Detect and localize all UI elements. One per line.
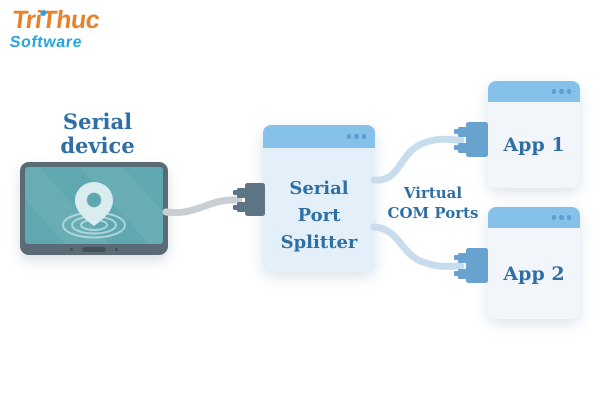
serial-cable: [162, 196, 243, 217]
app1-window-body: App 1: [488, 102, 580, 188]
serial-port-splitter-window: Serial Port Splitter: [263, 125, 375, 272]
window-control-dots-icon: [551, 89, 571, 94]
logo-wordmark: TriThuc: [10, 6, 102, 34]
app1-window-titlebar: [488, 81, 580, 102]
virtual-com-ports-label: Virtual COM Ports: [381, 183, 485, 224]
serial-connector-plug-icon: [233, 183, 265, 216]
virtual-com-cable-2: [370, 223, 465, 270]
serial-device-label: Serial device: [35, 110, 160, 157]
splitter-title-line2: Port: [297, 205, 341, 226]
splitter-title-line3: Splitter: [280, 232, 358, 253]
tablet-bezel-dot: [115, 248, 118, 251]
logo-subtitle: Software: [8, 34, 84, 51]
app2-window: App 2: [488, 207, 580, 319]
splitter-title-line1: Serial: [289, 178, 349, 199]
tablet-bezel-dot: [70, 248, 73, 251]
tablet-home-button: [82, 247, 106, 252]
serial-device-label-line2: device: [60, 132, 135, 158]
app1-label: App 1: [503, 134, 565, 156]
serial-connector-plug-icon: [454, 248, 488, 283]
serial-device-illustration: [20, 162, 168, 255]
device-screen: [25, 167, 163, 244]
virtual-com-cable-1: [370, 135, 465, 184]
splitter-window-title: Serial Port Splitter: [263, 125, 375, 256]
app2-window-body: App 2: [488, 228, 580, 319]
virtual-label-line1: Virtual: [403, 184, 463, 202]
location-pin-icon: [62, 182, 126, 239]
serial-device-label-line1: Serial: [62, 109, 133, 134]
serial-connector-plug-icon: [454, 122, 488, 157]
app2-window-titlebar: [488, 207, 580, 228]
splitter-window-titlebar: [263, 125, 375, 148]
virtual-label-line2: COM Ports: [387, 204, 479, 223]
app1-window: App 1: [488, 81, 580, 188]
trithuc-software-logo: TriThuc Software: [8, 6, 102, 51]
app2-label: App 2: [503, 262, 565, 285]
window-control-dots-icon: [551, 215, 571, 220]
window-control-dots-icon: [346, 134, 366, 139]
